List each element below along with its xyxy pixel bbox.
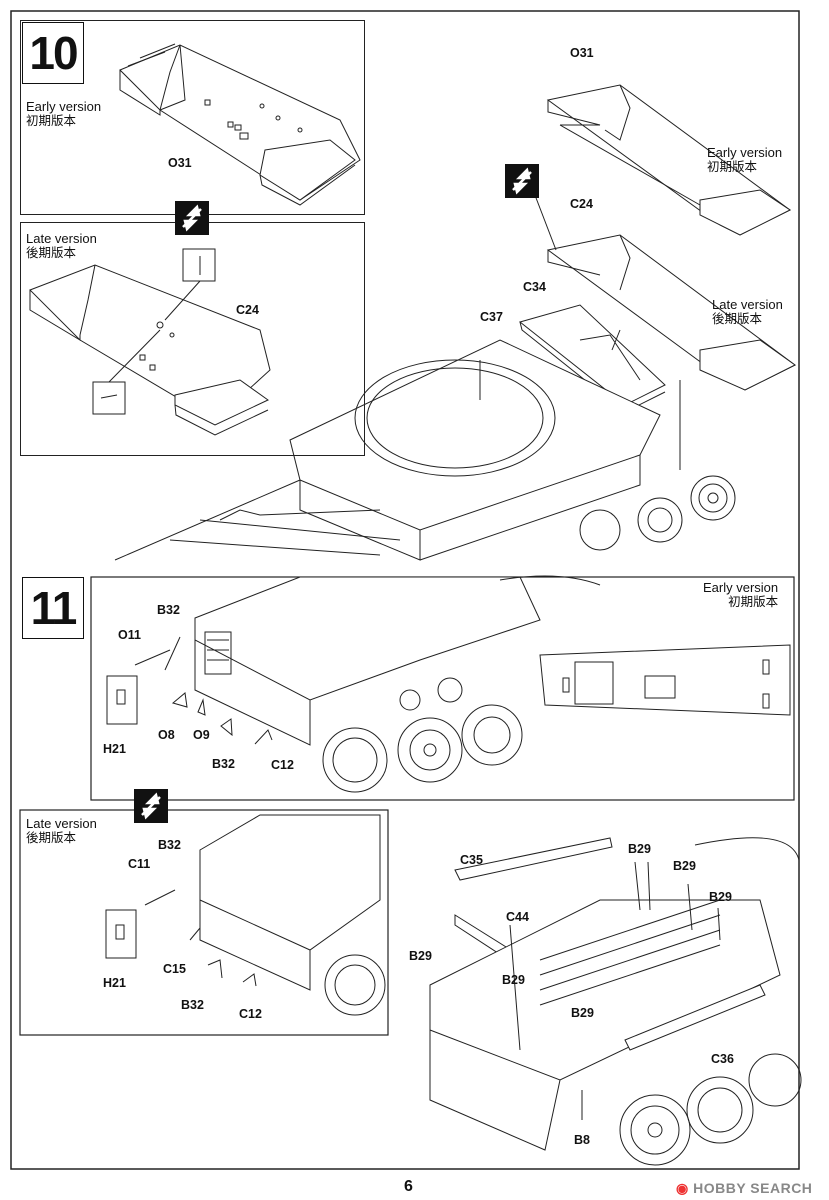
part-label-o31: O31 xyxy=(168,156,192,170)
o31-early-deck-drawing xyxy=(119,43,361,206)
part-label-b32: B32 xyxy=(181,998,204,1012)
late-version-label: Late version 後期版本 xyxy=(26,231,97,261)
step-number-box: 11 xyxy=(22,577,84,639)
part-label-c15: C15 xyxy=(163,962,186,976)
early-version-label: Early version 初期版本 xyxy=(707,145,783,175)
part-label-c35: C35 xyxy=(460,853,483,867)
part-label-c12: C12 xyxy=(271,758,294,772)
early-version-label: Early version 初期版本 xyxy=(703,580,779,610)
alternate-version-icon xyxy=(505,164,539,198)
part-label-b32: B32 xyxy=(157,603,180,617)
part-label-b29: B29 xyxy=(709,890,732,904)
part-label-c11: C11 xyxy=(128,857,151,871)
late-version-label: Late version 後期版本 xyxy=(712,297,783,327)
step-number-box: 10 xyxy=(22,22,84,84)
step10-right-assembly xyxy=(114,84,796,561)
watermark: ◉ HOBBY SEARCH xyxy=(676,1180,813,1196)
alternate-version-icon xyxy=(134,789,168,823)
part-label-c37: C37 xyxy=(480,310,503,324)
step-number: 10 xyxy=(29,27,78,79)
alternate-version-icon xyxy=(175,201,209,235)
part-label-c12: C12 xyxy=(239,1007,262,1021)
arrow-lines xyxy=(479,329,621,400)
part-label-o31: O31 xyxy=(570,46,594,60)
part-label-o9: O9 xyxy=(193,728,210,742)
part-label-c24: C24 xyxy=(236,303,259,317)
part-label-o11: O11 xyxy=(118,628,141,642)
part-label-o8: O8 xyxy=(158,728,175,742)
part-label-b29: B29 xyxy=(502,973,525,987)
late-version-label: Late version 後期版本 xyxy=(26,816,97,846)
part-label-b29: B29 xyxy=(409,949,432,963)
part-label-c24: C24 xyxy=(570,197,593,211)
part-label-c44: C44 xyxy=(506,910,529,924)
step11-late-drawing xyxy=(19,809,389,1036)
part-label-b29: B29 xyxy=(673,859,696,873)
part-label-h21: H21 xyxy=(103,742,126,756)
part-label-b29: B29 xyxy=(628,842,651,856)
part-label-b8: B8 xyxy=(574,1133,590,1147)
step10-late-drawing xyxy=(29,248,271,436)
early-version-label: Early version 初期版本 xyxy=(26,99,102,129)
part-label-b32: B32 xyxy=(158,838,181,852)
part-label-h21: H21 xyxy=(103,976,126,990)
step11-main-drawing xyxy=(429,837,802,1166)
step-number: 11 xyxy=(30,582,78,634)
part-label-b29: B29 xyxy=(571,1006,594,1020)
step11-early-drawing xyxy=(90,575,795,801)
page-number: 6 xyxy=(404,1178,413,1195)
part-label-b32: B32 xyxy=(212,757,235,771)
part-label-c36: C36 xyxy=(711,1052,734,1066)
part-label-c34: C34 xyxy=(523,280,546,294)
watermark-logo-icon: ◉ xyxy=(676,1180,689,1196)
